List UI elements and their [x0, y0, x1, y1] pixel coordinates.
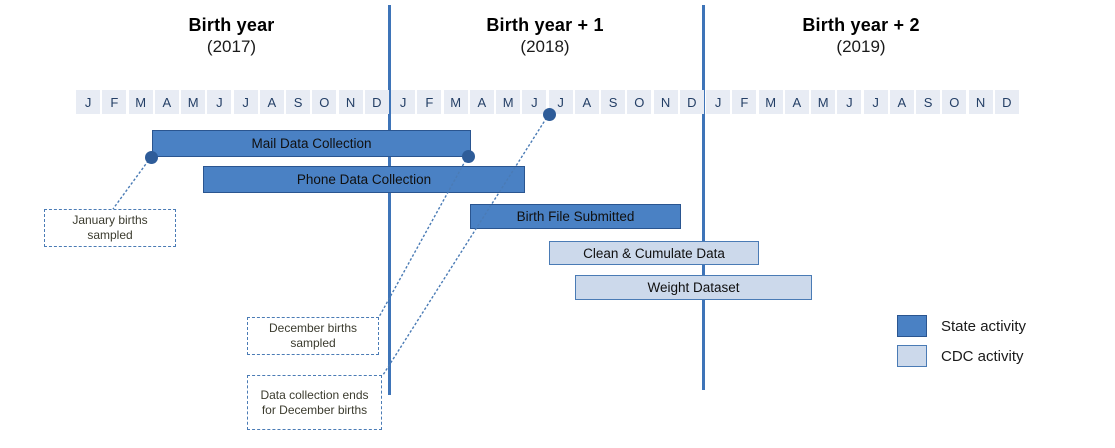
month-cell: D	[364, 90, 389, 114]
month-cell: M	[443, 90, 468, 114]
january-births-sampled-dot	[144, 150, 158, 164]
year-header-0: Birth year (2017)	[75, 14, 388, 58]
month-cell: D	[679, 90, 704, 114]
connector-january	[112, 156, 152, 210]
month-cell: J	[391, 90, 416, 114]
month-cell: J	[863, 90, 888, 114]
legend-item-state: State activity	[897, 315, 1026, 337]
month-cell: M	[811, 90, 836, 114]
legend-label: State activity	[941, 317, 1027, 335]
year-header-value: (2017)	[206, 37, 257, 56]
month-cell: S	[286, 90, 311, 114]
year-header-1: Birth year + 1 (2018)	[388, 14, 702, 58]
month-cell: F	[417, 90, 442, 114]
month-cell: S	[601, 90, 626, 114]
month-cell: M	[496, 90, 521, 114]
activity-bar-birth-file-submitted[interactable]: Birth File Submitted	[470, 204, 681, 229]
month-cell: M	[181, 90, 206, 114]
activity-bar-phone-data-collection[interactable]: Phone Data Collection	[203, 166, 525, 193]
year-header-name: Birth year	[188, 15, 275, 35]
legend-swatch-state	[897, 315, 927, 337]
year-header-name: Birth year + 2	[802, 15, 920, 35]
month-cell: O	[312, 90, 337, 114]
data-collection-ends-december-dot	[542, 107, 556, 121]
month-cell: A	[889, 90, 914, 114]
month-cell: A	[469, 90, 494, 114]
month-cell: M	[128, 90, 153, 114]
month-cell: A	[574, 90, 599, 114]
month-cell: J	[522, 90, 547, 114]
legend-swatch-cdc	[897, 345, 927, 367]
year-header-value: (2019)	[836, 37, 886, 56]
month-cell: J	[76, 90, 101, 114]
december-births-sampled-dot	[461, 149, 475, 163]
month-cell: A	[259, 90, 284, 114]
year-divider-0	[388, 5, 391, 395]
month-cell: J	[233, 90, 258, 114]
year-divider-1	[702, 5, 705, 390]
month-cell: A	[154, 90, 179, 114]
year-header-name: Birth year + 1	[486, 15, 604, 35]
month-cell: M	[758, 90, 783, 114]
activity-bar-mail-data-collection[interactable]: Mail Data Collection	[152, 130, 471, 157]
month-cell: O	[627, 90, 652, 114]
month-cell: D	[994, 90, 1019, 114]
month-cell: F	[102, 90, 127, 114]
month-cell: N	[338, 90, 363, 114]
callout-december-births-sampled: December births sampled	[247, 317, 379, 355]
activity-bar-clean-cumulate-data[interactable]: Clean & Cumulate Data	[549, 241, 759, 265]
month-cell: J	[706, 90, 731, 114]
year-header-2: Birth year + 2 (2019)	[702, 14, 1020, 58]
legend-item-cdc: CDC activity	[897, 345, 1024, 367]
callout-data-collection-ends: Data collection ends for December births	[247, 375, 382, 430]
month-cell: N	[653, 90, 678, 114]
month-cell: O	[942, 90, 967, 114]
callout-january-births-sampled: January births sampled	[44, 209, 176, 247]
month-cell: J	[837, 90, 862, 114]
month-cell: S	[916, 90, 941, 114]
month-cell: A	[784, 90, 809, 114]
month-cell: J	[548, 90, 573, 114]
legend-label: CDC activity	[941, 347, 1024, 365]
year-header-value: (2018)	[520, 37, 570, 56]
month-cell: F	[732, 90, 757, 114]
month-cell: J	[207, 90, 232, 114]
month-cell: N	[968, 90, 993, 114]
activity-bar-weight-dataset[interactable]: Weight Dataset	[575, 275, 812, 300]
